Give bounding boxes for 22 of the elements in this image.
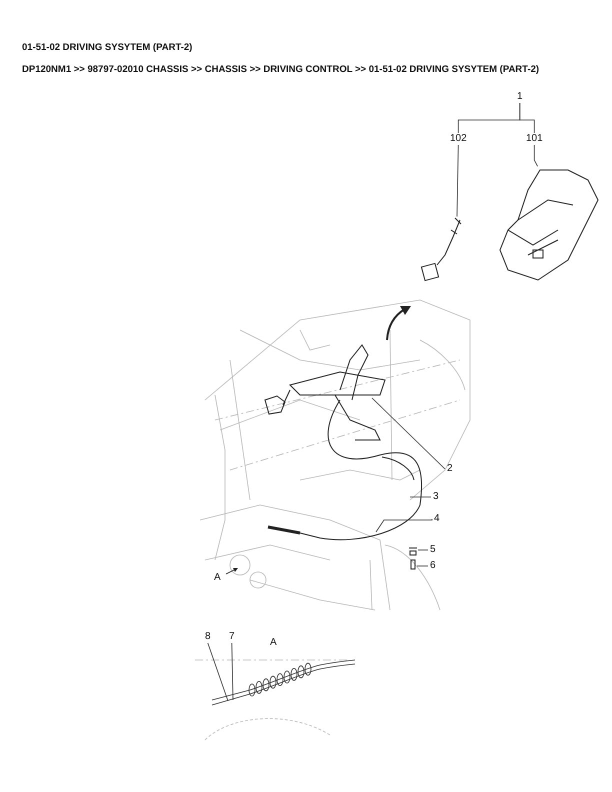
callout-number: 4: [434, 514, 440, 524]
callout-number: 101: [526, 134, 543, 144]
callout-number: 1: [517, 92, 523, 102]
callout-number: 8: [205, 632, 211, 642]
view-label: A: [214, 573, 221, 583]
callout-number: 5: [430, 545, 436, 555]
callout-number: 2: [447, 464, 453, 474]
callout-number: 102: [450, 134, 467, 144]
breadcrumb-path: DP120NM1 >> 98797-02010 CHASSIS >> CHASSIS >> DRIVING CONTROL >> 01-51-02 DRIVING SYSYTEM (PART-2): [22, 65, 540, 74]
leader-line: [456, 144, 459, 217]
leader-line: [372, 398, 446, 470]
callout-number: 7: [229, 632, 235, 642]
leader-line: [534, 144, 538, 167]
page-title: 01-51-02 DRIVING SYSYTEM (PART-2): [22, 43, 192, 52]
callout-number: 6: [430, 561, 436, 571]
view-label: A: [270, 638, 277, 648]
leader-line: [519, 102, 535, 134]
leader-line: [207, 642, 228, 702]
leader-line: [376, 518, 432, 532]
leader-line: [231, 642, 234, 700]
leader-line: [410, 496, 432, 498]
callout-number: 3: [433, 492, 439, 502]
